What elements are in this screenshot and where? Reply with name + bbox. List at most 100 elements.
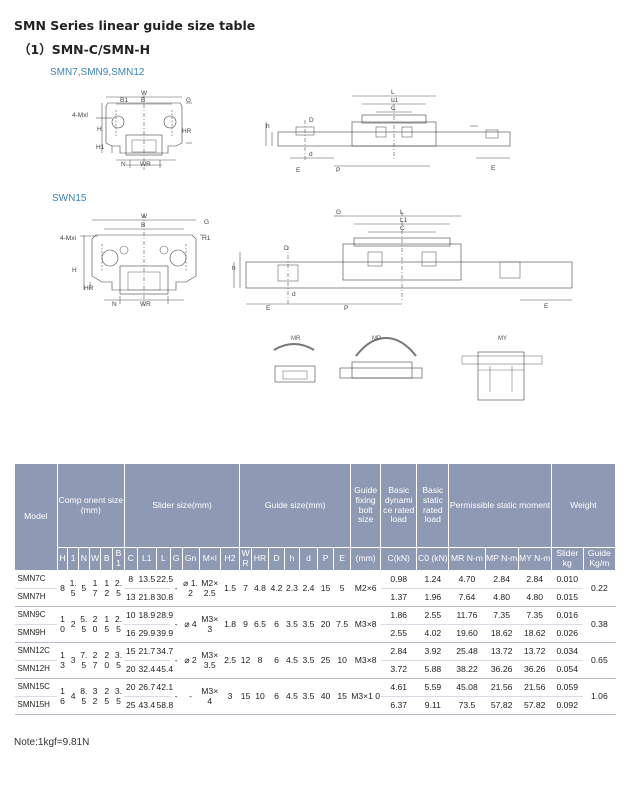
cell-e: 15 bbox=[333, 678, 351, 715]
cell-b: 2 0 bbox=[100, 642, 113, 679]
header-slider: Slider size(mm) bbox=[123, 463, 241, 548]
cell-wr: 12 bbox=[239, 642, 252, 679]
cell-l: 39.9 bbox=[156, 624, 173, 643]
sub-b1: B 1 bbox=[112, 547, 125, 571]
cell-slider: 0.059 bbox=[551, 678, 584, 697]
cell-b1: 3. 5 bbox=[112, 642, 125, 679]
cell-h: 4.5 bbox=[284, 678, 300, 715]
cell-mp: 4.80 bbox=[485, 588, 519, 607]
cell-h2: 2.5 bbox=[220, 642, 240, 679]
cell-g: - bbox=[170, 570, 183, 607]
cell-h: 1 0 bbox=[57, 606, 68, 643]
cell-p: 40 bbox=[317, 678, 334, 715]
cell-h: 1 3 bbox=[57, 642, 68, 679]
size-table-container: Model Comp onent size (mm) Slider size(m… bbox=[14, 463, 617, 715]
cell-n: 7. 5 bbox=[78, 642, 90, 679]
header-dynamic-load: Basic dynami ce rated load bbox=[380, 463, 418, 548]
cell-stat: 9.11 bbox=[416, 696, 449, 715]
large-end-view-drawing bbox=[80, 214, 206, 306]
page-title: SMN Series linear guide size table bbox=[14, 18, 256, 33]
sub-gn: Gn bbox=[181, 547, 200, 571]
cell-gn: ⌀ 4 bbox=[182, 606, 200, 643]
cell-stat: 3.92 bbox=[416, 642, 449, 661]
cell-h: 8 bbox=[57, 570, 68, 607]
header-bolt: Guide fixing bolt size bbox=[350, 463, 382, 548]
cell-g: - bbox=[170, 678, 183, 715]
cell-my: 13.72 bbox=[518, 642, 552, 661]
label-wr: WR bbox=[140, 301, 151, 308]
cell-mr: 38.22 bbox=[448, 660, 486, 679]
cell-dyn: 1.86 bbox=[380, 606, 417, 625]
cell-p: 20 bbox=[317, 606, 334, 643]
cell-l1: 32.4 bbox=[137, 660, 157, 679]
cell-guide-weight: 0.22 bbox=[583, 570, 616, 607]
cell-mr: 73.5 bbox=[448, 696, 486, 715]
sub-b: B bbox=[100, 547, 114, 571]
cell-slider: 0.054 bbox=[551, 660, 584, 679]
cell-slider: 0.026 bbox=[551, 624, 584, 643]
cell-dyn: 1.37 bbox=[380, 588, 417, 607]
label-my: MY bbox=[498, 336, 507, 342]
cell-model: SMN9H bbox=[14, 624, 58, 643]
cell-stat: 1.24 bbox=[416, 570, 449, 589]
sub-wr: W R bbox=[239, 547, 252, 571]
cell-b: 2 5 bbox=[100, 678, 113, 715]
large-side-view-drawing bbox=[233, 212, 573, 305]
cell-h1: 4 bbox=[67, 678, 79, 715]
header-model: Model bbox=[14, 463, 58, 571]
cell-mr: 19.60 bbox=[448, 624, 486, 643]
sub-mxl: M×l bbox=[198, 547, 221, 571]
sub-h2: H2 bbox=[219, 547, 241, 571]
sub-d-big: D bbox=[268, 547, 285, 571]
cell-slider: 0.015 bbox=[551, 588, 584, 607]
label-c: C bbox=[400, 225, 405, 232]
header-guide: Guide size(mm) bbox=[239, 463, 352, 548]
sub-l: L bbox=[155, 547, 171, 571]
cell-mp: 7.35 bbox=[485, 606, 519, 625]
cell-d: 4.2 bbox=[268, 570, 285, 607]
cell-mp: 57.82 bbox=[485, 696, 519, 715]
large-end-view-labels: 4-Mxl W B G H1 H HR N WR bbox=[60, 213, 211, 308]
cell-d: 2.4 bbox=[299, 570, 318, 607]
cell-dyn: 0.98 bbox=[380, 570, 417, 589]
label-h: H bbox=[72, 267, 77, 274]
cell-h2: 1.5 bbox=[220, 570, 240, 607]
sub-slider-kg: Slider kg bbox=[550, 547, 584, 571]
cell-d: 6 bbox=[268, 606, 285, 643]
sub-g: G bbox=[169, 547, 183, 571]
label-h-small: h bbox=[266, 123, 270, 130]
cell-dyn: 6.37 bbox=[380, 696, 417, 715]
label-w: W bbox=[141, 90, 148, 97]
cell-p: 15 bbox=[317, 570, 334, 607]
sub-c0: C0 (kN) bbox=[416, 547, 450, 571]
label-n: N bbox=[112, 301, 117, 308]
cell-model: SMN15C bbox=[14, 678, 58, 697]
cell-d: 3.5 bbox=[299, 606, 318, 643]
figure-caption-large: SWN15 bbox=[52, 193, 87, 204]
cell-model: SMN9C bbox=[14, 606, 58, 625]
cell-slider: 0.092 bbox=[551, 696, 584, 715]
cell-hr: 6.5 bbox=[251, 606, 269, 643]
cell-model: SMN7C bbox=[14, 570, 58, 589]
cell-d: 3.5 bbox=[299, 642, 318, 679]
section-subtitle: （1）SMN-C/SMN-H bbox=[18, 42, 151, 57]
cell-p: 25 bbox=[317, 642, 334, 679]
cell-bolt: M3×8 bbox=[350, 642, 381, 679]
sub-hr: HR bbox=[250, 547, 270, 571]
cell-g: - bbox=[170, 606, 183, 643]
cell-h: 1 6 bbox=[57, 678, 68, 715]
sub-guide-kg: Guide Kg/m bbox=[582, 547, 617, 571]
cell-stat: 2.55 bbox=[416, 606, 449, 625]
sub-h-small: h bbox=[284, 547, 300, 571]
sub-c: C bbox=[123, 547, 138, 571]
cell-dyn: 2.55 bbox=[380, 624, 417, 643]
cell-my: 2.84 bbox=[518, 570, 552, 589]
sub-mm: (mm) bbox=[350, 547, 382, 571]
small-end-view-labels: 4-Mxl W B1 B G H1 H N WR HR bbox=[72, 90, 192, 168]
label-l1: L1 bbox=[400, 217, 408, 224]
label-g: G bbox=[204, 219, 209, 226]
sub-w: W bbox=[88, 547, 102, 571]
label-l: L bbox=[391, 89, 395, 96]
